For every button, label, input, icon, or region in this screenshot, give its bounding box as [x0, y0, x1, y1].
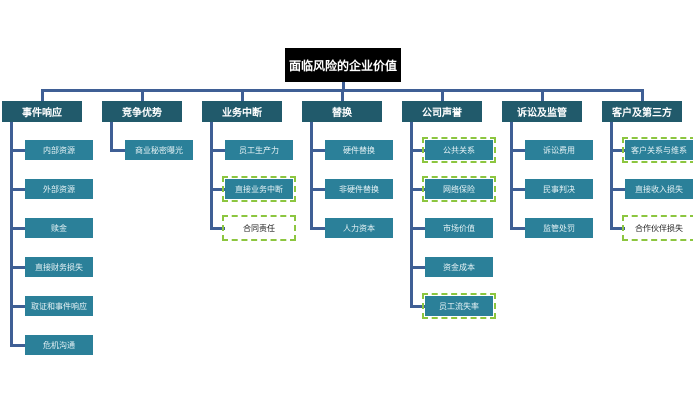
branch-connector: [110, 149, 125, 152]
branch-connector: [410, 149, 425, 152]
branch-connector: [310, 188, 325, 191]
root-title: 面临风险的企业价值: [285, 48, 401, 82]
risk-item[interactable]: 公共关系: [422, 137, 496, 163]
category-header[interactable]: 诉讼及监管: [502, 101, 582, 122]
branch-connector: [610, 227, 625, 230]
category-header[interactable]: 客户及第三方: [602, 101, 682, 122]
branch-connector: [210, 149, 225, 152]
column-connector: [541, 89, 544, 101]
branch-connector: [510, 227, 525, 230]
branch-connector: [610, 149, 625, 152]
branch-connector: [10, 305, 25, 308]
risk-item[interactable]: 赎金: [25, 218, 93, 238]
risk-item[interactable]: 人力资本: [325, 218, 393, 238]
branch-line: [510, 122, 513, 230]
branch-connector: [410, 266, 425, 269]
risk-item[interactable]: 客户关系与维系: [622, 137, 693, 163]
category-header[interactable]: 替换: [302, 101, 382, 122]
risk-item[interactable]: 外部资源: [25, 179, 93, 199]
risk-item[interactable]: 合同责任: [222, 215, 296, 241]
risk-item[interactable]: 直接业务中断: [222, 176, 296, 202]
branch-line: [210, 122, 213, 230]
risk-item[interactable]: 直接收入损失: [625, 179, 693, 199]
risk-item[interactable]: 危机沟通: [25, 335, 93, 355]
column-connector: [641, 89, 644, 101]
root-connector: [342, 82, 345, 92]
column-connector: [41, 89, 44, 101]
branch-connector: [510, 149, 525, 152]
risk-item[interactable]: 员工生产力: [225, 140, 293, 160]
branch-connector: [10, 149, 25, 152]
branch-connector: [610, 188, 625, 191]
risk-item[interactable]: 取证和事件响应: [25, 296, 93, 316]
column-connector: [141, 89, 144, 101]
risk-item[interactable]: 市场价值: [425, 218, 493, 238]
branch-connector: [210, 227, 225, 230]
category-header[interactable]: 业务中断: [202, 101, 282, 122]
risk-item[interactable]: 监管处罚: [525, 218, 593, 238]
branch-connector: [510, 188, 525, 191]
risk-item[interactable]: 诉讼费用: [525, 140, 593, 160]
branch-line: [310, 122, 313, 230]
branch-connector: [410, 188, 425, 191]
risk-item[interactable]: 内部资源: [25, 140, 93, 160]
risk-item[interactable]: 网络保险: [422, 176, 496, 202]
risk-item[interactable]: 合作伙伴损失: [622, 215, 693, 241]
risk-item[interactable]: 商业秘密曝光: [125, 140, 193, 160]
risk-item[interactable]: 直接财务损失: [25, 257, 93, 277]
branch-connector: [310, 149, 325, 152]
branch-connector: [10, 188, 25, 191]
risk-item[interactable]: 员工流失率: [422, 293, 496, 319]
branch-connector: [210, 188, 225, 191]
branch-connector: [310, 227, 325, 230]
branch-connector: [10, 227, 25, 230]
branch-connector: [10, 344, 25, 347]
risk-item[interactable]: 资金成本: [425, 257, 493, 277]
column-connector: [441, 89, 444, 101]
risk-item[interactable]: 民事判决: [525, 179, 593, 199]
branch-connector: [410, 227, 425, 230]
category-header[interactable]: 竞争优势: [102, 101, 182, 122]
risk-item[interactable]: 硬件替换: [325, 140, 393, 160]
branch-line: [410, 122, 413, 308]
column-connector: [241, 89, 244, 101]
risk-item[interactable]: 非硬件替换: [325, 179, 393, 199]
category-header[interactable]: 公司声誉: [402, 101, 482, 122]
branch-connector: [410, 305, 425, 308]
branch-line: [110, 122, 113, 152]
column-connector: [341, 89, 344, 101]
branch-connector: [10, 266, 25, 269]
branch-line: [10, 122, 13, 347]
branch-line: [610, 122, 613, 230]
category-header[interactable]: 事件响应: [2, 101, 82, 122]
